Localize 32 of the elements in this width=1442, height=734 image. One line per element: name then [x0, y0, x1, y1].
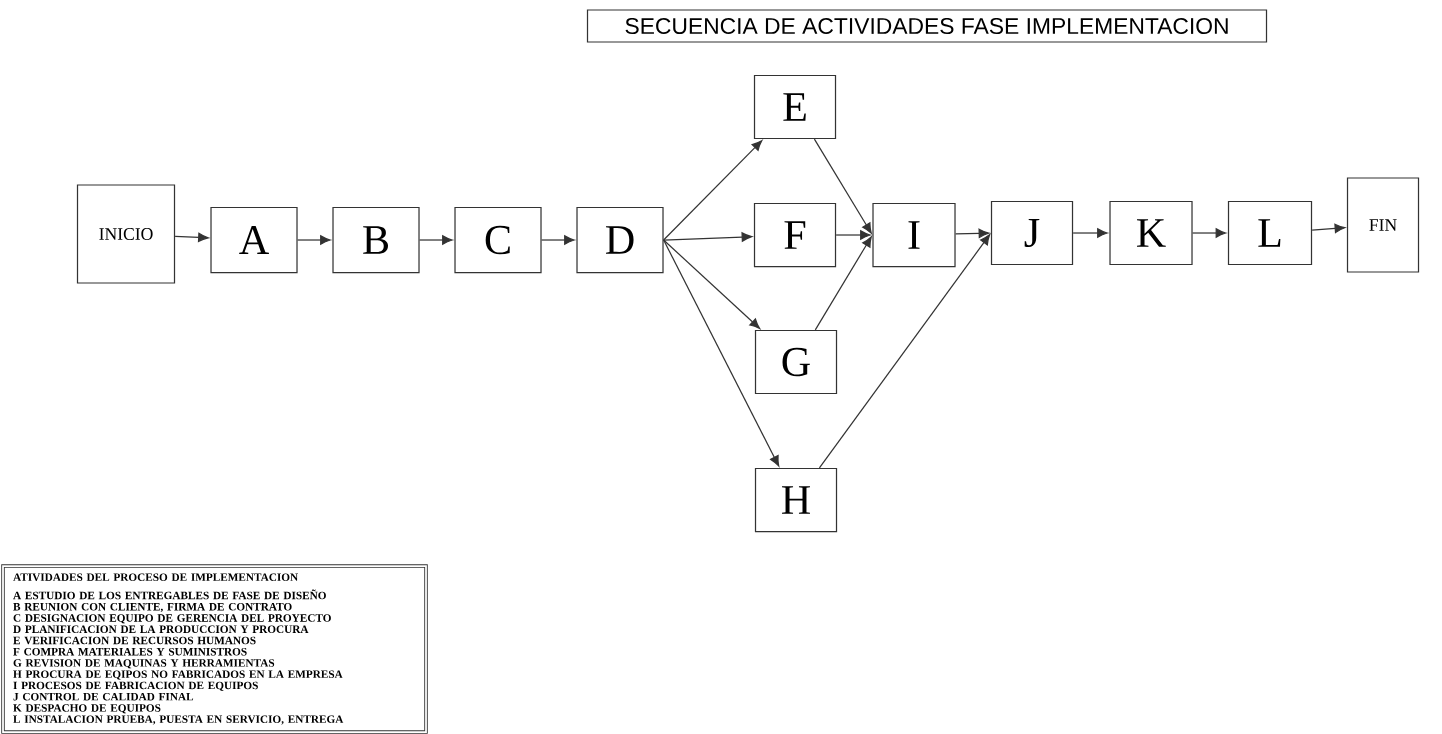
activity-box: E: [753, 74, 837, 140]
arrow: [663, 239, 761, 329]
activity-box: K: [1109, 200, 1193, 266]
activity-box: H: [754, 467, 838, 533]
arrow: [1072, 228, 1108, 238]
arrow: [1311, 223, 1346, 234]
activity-box: L: [1227, 200, 1313, 266]
arrow: [297, 235, 331, 245]
activity-box: A: [210, 206, 298, 274]
activity-box: I: [872, 202, 956, 268]
legend-box: ATIVIDADES DEL PROCESO DE IMPLEMENTACION A ESTUDIO DE LOS ENTREGABLES DE FASE DE DISEÑO B REUNION CON CLIENTE, FIRMA DE CONTRATO C DESIGNACION EQUIPO DE GERENCIA DEL PROYECTO D PLANIFICACION DE LA PRODUCCION Y PROCURA E VERIFICACION DE RECURSOS HUMANOS F COMPRA MATERIALES Y SUMINISTROS G REVISION DE MAQUINAS Y HERRAMIENTAS H PROCURA DE EQIPOS NO FABRICADOS EN LA EMPRESA I PROCESOS DE FABRICACION DE EQUIPOS J CONTROL DE CALIDAD FINAL K DESPACHO DE EQUIPOS L INSTALACION PRUEBA, PUESTA EN SERVICIO, ENTREGA: [1, 564, 428, 734]
arrow: [663, 239, 780, 467]
activity-box: G: [754, 329, 838, 395]
activity-box: B: [332, 206, 420, 274]
arrow: [663, 140, 763, 241]
arrow: [955, 228, 990, 239]
terminal-box: INICIO: [76, 184, 176, 284]
arrow: [419, 235, 453, 245]
activity-box: J: [990, 200, 1074, 266]
terminal-box: FIN: [1346, 177, 1420, 273]
arrow: [835, 230, 871, 240]
arrow: [818, 234, 991, 469]
activity-box: F: [753, 202, 837, 268]
activity-box: D: [576, 206, 664, 274]
title-box: SECUENCIA DE ACTIVIDADES FASE IMPLEMENTACION: [586, 9, 1268, 43]
arrow: [174, 232, 209, 243]
arrow: [813, 138, 872, 234]
arrow: [814, 236, 872, 331]
arrow: [1192, 228, 1227, 238]
activity-box: C: [454, 206, 542, 274]
arrow: [663, 232, 753, 242]
arrow: [541, 235, 575, 245]
